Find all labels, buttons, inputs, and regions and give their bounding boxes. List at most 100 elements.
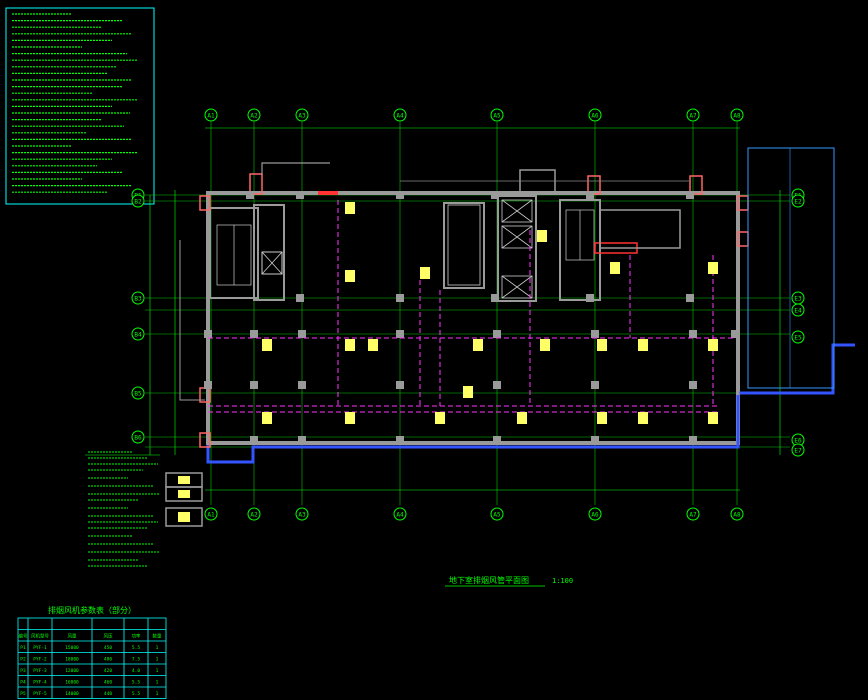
table-cell: 12000 [65, 668, 79, 674]
table-title: 排烟风机参数表（部分） [48, 605, 136, 615]
grid-bubble-right-circle [791, 303, 805, 317]
table-cell: 14000 [65, 691, 79, 697]
smoke-outlet [708, 412, 718, 424]
table-header: 风量 [68, 633, 77, 640]
column [591, 436, 599, 444]
smoke-outlet [345, 270, 355, 282]
grid-bubble-bottom: A1 [207, 512, 215, 519]
column [204, 330, 212, 338]
column [296, 191, 304, 199]
grid-bubble-top-circle [204, 108, 218, 122]
table-header: 功率 [132, 633, 141, 640]
table-cell: 1 [156, 668, 159, 674]
grid-bubble-top: A3 [298, 113, 306, 120]
structural-columns [204, 191, 739, 444]
column [204, 381, 212, 389]
grid-bubbles: A1A1A2A2A3A3A4A4A5A5A6A6A7A7A8A8E1E2E3E4… [131, 108, 805, 521]
column [689, 381, 697, 389]
table-cell: 18000 [65, 657, 79, 663]
grid-bubble-left-circle [131, 194, 145, 208]
grid-bubble-bottom: A6 [591, 512, 599, 519]
column [298, 381, 306, 389]
column [250, 330, 258, 338]
grid-bubble-right: E7 [794, 448, 802, 455]
column [493, 330, 501, 338]
smoke-outlet [262, 412, 272, 424]
grid-bubble-top-circle [588, 108, 602, 122]
table-header: 编号 [19, 633, 28, 640]
grid-bubble-bottom: A4 [396, 512, 404, 519]
grid-bubble-top-circle [247, 108, 261, 122]
building-walls [179, 147, 855, 464]
column [396, 436, 404, 444]
smoke-outlet [597, 339, 607, 351]
grid-bubble-left: B3 [134, 296, 142, 303]
smoke-outlet [345, 202, 355, 214]
grid-bubble-bottom: A3 [298, 512, 306, 519]
column [591, 381, 599, 389]
smoke-outlet [368, 339, 378, 351]
grid-bubble-top-circle [295, 108, 309, 122]
column [586, 191, 594, 199]
grid-bubble-left-circle [131, 386, 145, 400]
grid-bubble-bottom-circle [247, 507, 261, 521]
grid-bubble-bottom-circle [393, 507, 407, 521]
smoke-outlet [517, 412, 527, 424]
table-cell: 1 [156, 691, 159, 697]
smoke-outlets [262, 202, 718, 424]
table-cell: P3 [20, 668, 26, 674]
grid-bubble-top-circle [686, 108, 700, 122]
grid-bubble-bottom-circle [730, 507, 744, 521]
grid-bubble-right: E4 [794, 308, 802, 315]
plan-title-block: 地下室排烟风管平面图 1:100 [445, 575, 573, 587]
column [298, 330, 306, 338]
column [250, 436, 258, 444]
column [491, 294, 499, 302]
table-cell: PYF-4 [33, 680, 47, 686]
grid-bubble-bottom: A5 [493, 512, 501, 519]
grid-bubble-bottom-circle [204, 507, 218, 521]
smoke-outlet [463, 386, 473, 398]
smoke-outlet [420, 267, 430, 279]
grid-bubble-bottom-circle [295, 507, 309, 521]
column [493, 436, 501, 444]
table-cell: 5.5 [132, 680, 140, 686]
table-cell: 16000 [65, 680, 79, 686]
column [689, 436, 697, 444]
smoke-outlet [345, 339, 355, 351]
column [396, 330, 404, 338]
column [493, 381, 501, 389]
table-cell: P5 [20, 691, 26, 697]
smoke-outlet [597, 412, 607, 424]
table-cell: P2 [20, 657, 26, 663]
grid-bubble-bottom-circle [588, 507, 602, 521]
grid-bubble-right: E3 [794, 296, 802, 303]
grid-bubble-top: A1 [207, 113, 215, 120]
smoke-outlet [345, 412, 355, 424]
grid-bubble-right-circle [791, 443, 805, 457]
grid-bubble-left: B4 [134, 332, 142, 339]
smoke-outlet [537, 230, 547, 242]
column [586, 294, 594, 302]
table-cell: 420 [104, 668, 112, 674]
grid-bubble-left-circle [131, 327, 145, 341]
table-cell: 460 [104, 680, 112, 686]
notes-panel [5, 7, 155, 205]
grid-bubble-top-circle [730, 108, 744, 122]
column [731, 330, 739, 338]
grid-bubble-top: A6 [591, 113, 599, 120]
grid-bubble-top: A2 [250, 113, 258, 120]
column [686, 191, 694, 199]
table-cell: P4 [20, 680, 26, 686]
grid-bubble-left-circle [131, 430, 145, 444]
column [686, 294, 694, 302]
column [298, 436, 306, 444]
grid-bubble-right-circle [791, 194, 805, 208]
smoke-outlet [435, 412, 445, 424]
table-cell: P1 [20, 645, 26, 651]
smoke-outlet [262, 339, 272, 351]
smoke-outlet [638, 339, 648, 351]
plan-scale: 1:100 [552, 577, 573, 585]
